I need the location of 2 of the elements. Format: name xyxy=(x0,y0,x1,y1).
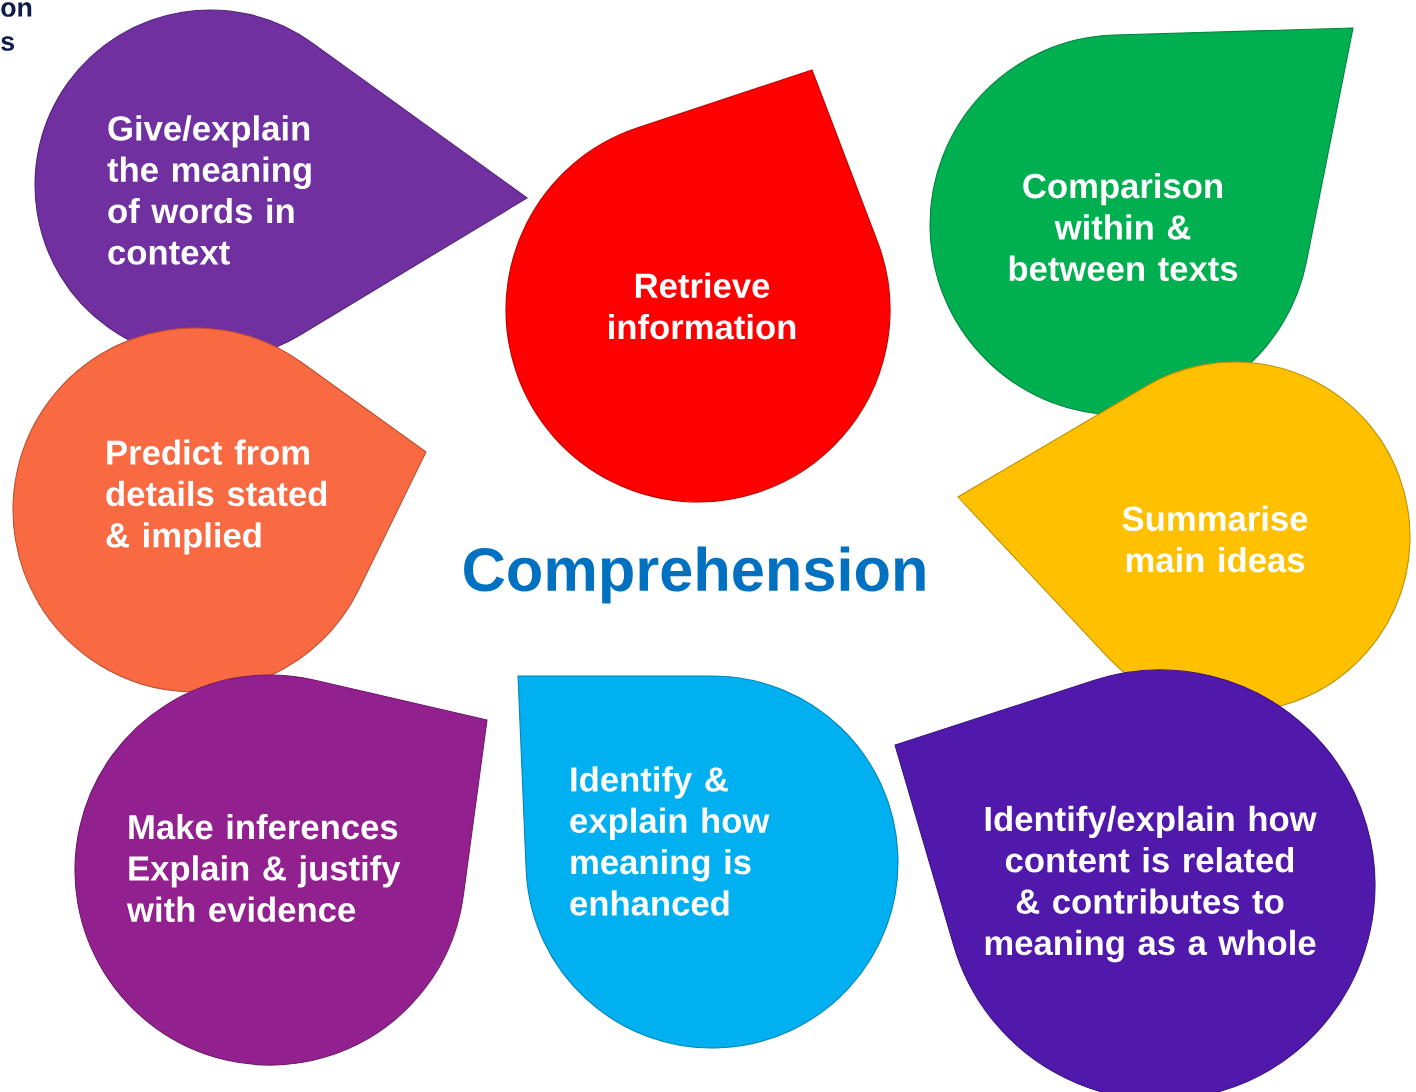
title: Comprehension xyxy=(464,546,925,604)
label: on xyxy=(1,2,32,17)
